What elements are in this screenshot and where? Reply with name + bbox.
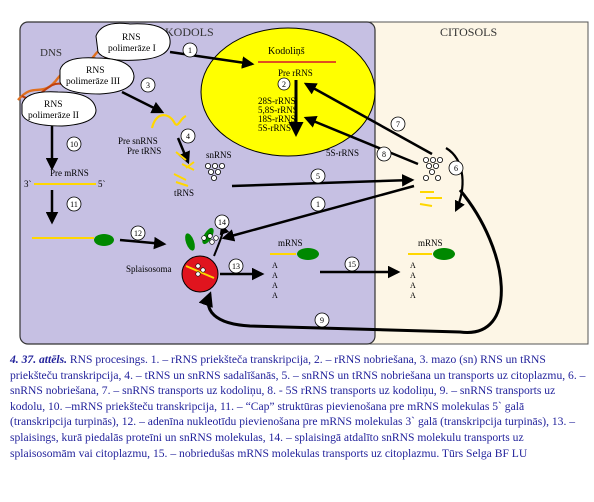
pre-mrns-label: Pre mRNS (50, 168, 89, 178)
arrow-8 (303, 116, 419, 166)
svg-text:polimerāze I: polimerāze I (108, 44, 156, 54)
arrow-6 (445, 147, 465, 212)
arrow-5 (231, 174, 415, 188)
figure-caption: 4. 37. attēls. RNS procesings. 1. – rRNS… (10, 352, 588, 461)
caption-text: RNS procesings. 1. – rRNS priekšteča tra… (10, 353, 586, 460)
step-8-badge (376, 146, 392, 162)
end-5-label: 5` (98, 179, 106, 189)
polya-tail-nucleus: A A A A (272, 261, 278, 300)
spliceosome-snrna (195, 263, 206, 277)
cytosol-snrna-cluster (422, 156, 443, 181)
svg-text:A: A (410, 261, 416, 270)
arrow-1-lower (221, 184, 415, 242)
rna-polymerase-1: RNS polimerāze I (95, 22, 171, 61)
rrns-18s: 18S-rRNS (258, 114, 296, 124)
snrns-label: snRNS (206, 150, 232, 160)
step-2-badge (277, 77, 291, 91)
step-10-badge (66, 136, 82, 152)
nucleolus-title: Kodoliņš (268, 46, 305, 57)
step-11-number: 11 (70, 200, 78, 209)
step-6-badge (448, 160, 464, 176)
svg-text:RNS: RNS (86, 66, 104, 76)
svg-text:A: A (410, 291, 416, 300)
cap-protein (94, 234, 114, 246)
svg-text:polimerāze III: polimerāze III (66, 77, 120, 87)
trna-mini (173, 173, 189, 187)
step-1-number: 1 (188, 46, 192, 55)
step-15-number: 15 (348, 260, 356, 269)
step-6-number: 6 (454, 164, 458, 173)
step-3-number: 3 (146, 81, 150, 90)
end-3-label: 3` (24, 179, 32, 189)
pre-rrns-label: Pre rRNS (278, 68, 313, 78)
step-7-badge (390, 116, 406, 132)
spliceosome-rna (185, 265, 215, 279)
mrns-cytosol-label: mRNS (418, 238, 443, 248)
svg-text:A: A (272, 271, 278, 280)
snrna-dots (204, 162, 225, 181)
splaisosoma-label: Splaisosoma (126, 264, 172, 274)
figure-number: 4. 37. attēls. (10, 353, 68, 366)
arrow-1 (169, 50, 255, 69)
released-snrna (201, 233, 219, 245)
step-9-badge (314, 312, 330, 328)
cytosol-trna-pieces (419, 191, 442, 207)
step-7-number: 7 (396, 120, 400, 129)
step-14-badge (214, 214, 230, 230)
arrow-3 (121, 90, 165, 114)
step-1-badge (182, 42, 198, 58)
pre-snrna-trna-strand (150, 114, 187, 129)
trns-label: tRNS (174, 188, 194, 198)
svg-text:RNS: RNS (44, 100, 62, 110)
step-12-badge (130, 225, 146, 241)
rrns-58s: 5,8S-rRNS (258, 105, 298, 115)
pre-trns-label: Pre tRNS (127, 146, 161, 156)
step-8-number: 8 (382, 150, 386, 159)
rna-polymerase-2: RNS polimerāze II (21, 91, 97, 127)
pre-snrns-label: Pre snRNS (118, 136, 158, 146)
step-5-number: 5 (316, 172, 320, 181)
svg-text:A: A (272, 261, 278, 270)
step-4-badge (180, 128, 196, 144)
mrns-nucleus-label: mRNS (278, 238, 303, 248)
arrow-4 (176, 137, 190, 165)
mrna-cap-nucleus (297, 248, 319, 260)
trna-fragments (175, 151, 195, 171)
mrna-cap-cytosol (433, 248, 455, 260)
dna-label: DNS (40, 47, 62, 59)
step-3-badge (140, 77, 156, 93)
step-11-badge (66, 196, 82, 212)
step-9-number: 9 (320, 316, 324, 325)
step-14-number: 14 (218, 218, 226, 227)
rrns-28s: 28S-rRNS (258, 96, 296, 106)
step-13-number: 13 (232, 262, 240, 271)
svg-text:RNS: RNS (122, 33, 140, 43)
svg-text:A: A (272, 281, 278, 290)
step-5-badge (310, 168, 326, 184)
s5rrns-cyto-label: 5S-rRNS (326, 148, 359, 158)
svg-text:polimerāze II: polimerāze II (28, 111, 79, 121)
arrow-9 (198, 189, 503, 334)
step-1-lower-badge (310, 196, 326, 212)
step-10-number: 10 (70, 140, 78, 149)
nucleus-title: KODOLS (165, 25, 214, 39)
svg-text:A: A (272, 291, 278, 300)
svg-text:A: A (410, 281, 416, 290)
protein-leaf-a (185, 233, 195, 251)
rna-polymerase-3: RNS polimerāze III (59, 57, 135, 95)
step-4-number: 4 (186, 132, 190, 141)
step-2-number: 2 (282, 80, 286, 89)
polya-tail-cytosol: A A A A (410, 261, 416, 300)
svg-text:A: A (410, 271, 416, 280)
arrow-12 (119, 236, 167, 250)
cytosol-title: CITOSOLS (440, 25, 497, 39)
cytosol-region (369, 21, 589, 345)
step-1-lower-number: 1 (316, 200, 320, 209)
step-12-number: 12 (134, 229, 142, 238)
step-15-badge (344, 256, 360, 272)
rrns-5s: 5S-rRNS (258, 123, 291, 133)
rna-processing-diagram: KODOLS CITOSOLS Kodoliņš Pre rRNS 28S-rR… (17, 21, 589, 345)
arrow-7 (303, 82, 433, 156)
step-13-badge (228, 258, 244, 274)
